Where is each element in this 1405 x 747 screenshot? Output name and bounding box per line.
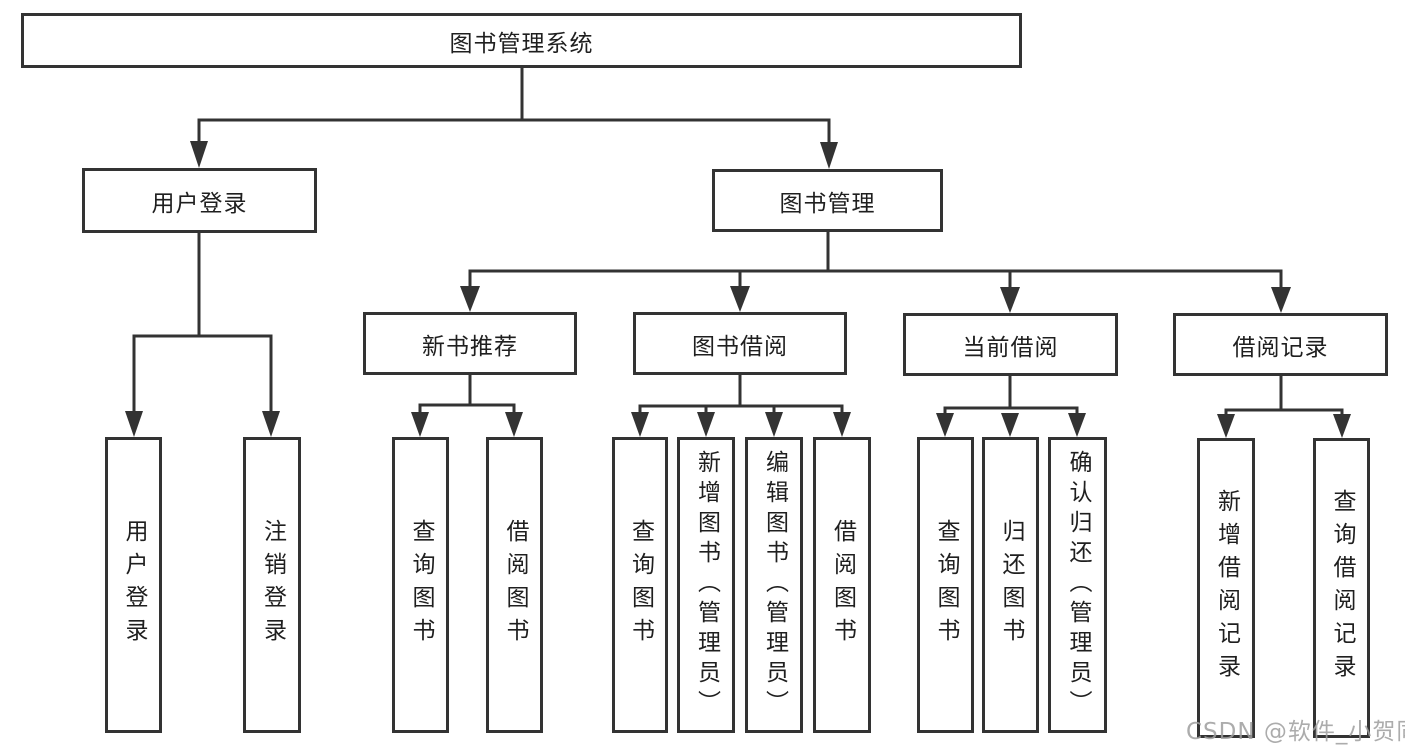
leaf-newbook-query-books-label: 查询图书	[408, 519, 434, 651]
leaf-current-confirm-return-admin: 确认归还（管理员）	[1048, 437, 1107, 733]
leaf-borrowing-add-books-admin: 新增图书（管理员）	[677, 437, 735, 733]
node-borrow-records: 借阅记录	[1173, 313, 1388, 376]
leaf-records-add-record-label: 新增借阅记录	[1213, 489, 1240, 687]
leaf-current-query-books: 查询图书	[917, 437, 974, 733]
leaf-current-return-books: 归还图书	[982, 437, 1039, 733]
leaf-user-login-label: 用户登录	[121, 519, 147, 651]
leaf-borrowing-query-books: 查询图书	[612, 437, 668, 733]
leaf-borrowing-borrow-books: 借阅图书	[813, 437, 871, 733]
leaf-logout: 注销登录	[243, 437, 301, 733]
node-new-book-recommend: 新书推荐	[363, 312, 577, 375]
leaf-logout-label: 注销登录	[259, 519, 286, 651]
leaf-records-query-record: 查询借阅记录	[1313, 438, 1370, 738]
node-current-borrowing: 当前借阅	[903, 313, 1118, 376]
leaf-records-add-record: 新增借阅记录	[1197, 438, 1255, 738]
leaf-borrowing-borrow-books-label: 借阅图书	[829, 519, 856, 651]
leaf-records-query-record-label: 查询借阅记录	[1329, 489, 1355, 687]
csdn-watermark: CSDN @软件_小贺同学	[1186, 719, 1405, 745]
leaf-newbook-borrow-books-label: 借阅图书	[502, 519, 528, 651]
node-current-borrowing-label: 当前借阅	[962, 334, 1059, 361]
leaf-user-login: 用户登录	[105, 437, 162, 733]
node-book-borrowing: 图书借阅	[633, 312, 847, 375]
leaf-current-return-books-label: 归还图书	[998, 519, 1024, 651]
node-book-management: 图书管理	[712, 169, 943, 232]
leaf-borrowing-add-books-admin-label: 新增图书（管理员）	[693, 450, 720, 720]
node-user-login: 用户登录	[82, 168, 317, 233]
leaf-borrowing-edit-books-admin-label: 编辑图书（管理员）	[761, 450, 788, 720]
node-library-system-label: 图书管理系统	[449, 30, 594, 57]
leaf-newbook-borrow-books: 借阅图书	[486, 437, 543, 733]
leaf-borrowing-edit-books-admin: 编辑图书（管理员）	[745, 437, 803, 733]
node-library-system: 图书管理系统	[21, 13, 1022, 68]
leaf-newbook-query-books: 查询图书	[392, 437, 449, 733]
leaf-current-query-books-label: 查询图书	[933, 519, 959, 651]
node-book-management-label: 图书管理	[779, 190, 876, 217]
node-book-borrowing-label: 图书借阅	[692, 333, 788, 360]
leaf-current-confirm-return-admin-label: 确认归还（管理员）	[1065, 450, 1091, 720]
leaf-borrowing-query-books-label: 查询图书	[627, 519, 654, 651]
node-borrow-records-label: 借阅记录	[1232, 334, 1329, 361]
node-new-book-recommend-label: 新书推荐	[422, 333, 518, 360]
node-user-login-label: 用户登录	[151, 190, 248, 217]
